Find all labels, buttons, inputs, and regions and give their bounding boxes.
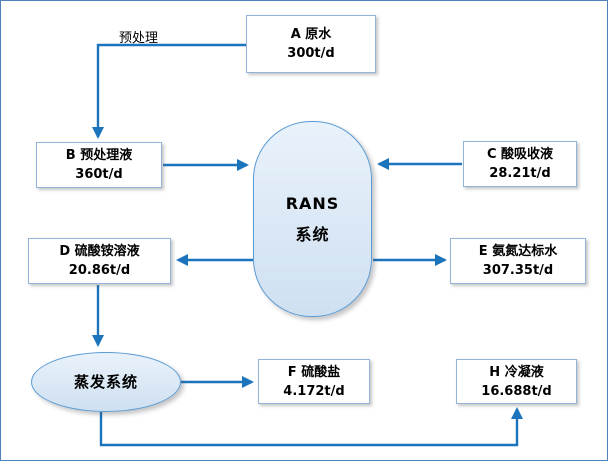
node-rans-system: RANS 系统 [253, 121, 372, 317]
node-evaporation-title: 蒸发系统 [73, 372, 138, 391]
node-rans-title: RANS [285, 194, 340, 213]
edge-label-pretreatment: 预处理 [119, 31, 159, 46]
node-h-title: H 冷凝液 [489, 364, 544, 380]
connector-evaporation-to-h [99, 407, 523, 447]
node-c-acid-absorption-liquid: C 酸吸收液 28.21t/d [463, 141, 577, 187]
node-rans-subtitle: 系统 [295, 225, 330, 244]
node-e-value: 307.35t/d [482, 263, 554, 278]
node-d-ammonium-sulfate-solution: D 硫酸铵溶液 20.86t/d [28, 238, 171, 284]
node-evaporation-system: 蒸发系统 [31, 352, 181, 412]
node-e-treated-water: E 氨氮达标水 307.35t/d [450, 238, 586, 284]
node-b-value: 360t/d [75, 167, 123, 182]
node-a-value: 300t/d [287, 46, 335, 61]
node-h-value: 16.688t/d [481, 383, 552, 399]
node-a-raw-water: A 原水 300t/d [246, 15, 376, 73]
node-a-title: A 原水 [290, 27, 332, 42]
connector-a-to-b [92, 43, 247, 139]
node-b-title: B 预处理液 [65, 148, 133, 163]
node-b-pretreated-liquid: B 预处理液 360t/d [36, 142, 162, 188]
node-e-title: E 氨氮达标水 [478, 244, 558, 259]
node-d-title: D 硫酸铵溶液 [59, 244, 140, 259]
node-c-value: 28.21t/d [489, 166, 551, 181]
node-f-sulfate: F 硫酸盐 4.172t/d [258, 359, 370, 404]
node-f-value: 4.172t/d [283, 383, 345, 399]
node-f-title: F 硫酸盐 [287, 364, 341, 380]
node-d-value: 20.86t/d [68, 263, 131, 278]
node-c-title: C 酸吸收液 [486, 147, 554, 162]
node-h-condensate: H 冷凝液 16.688t/d [456, 359, 577, 404]
